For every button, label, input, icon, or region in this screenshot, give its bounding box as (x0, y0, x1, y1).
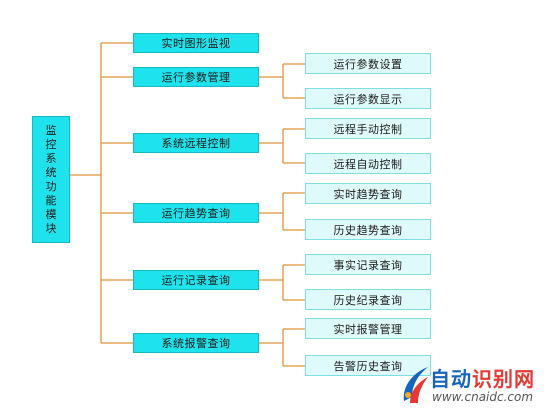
submodule-param-display: 运行参数显示 (305, 88, 431, 109)
root-char: 监 (45, 123, 57, 137)
module-realtime-graphic-monitor: 实时图形监视 (133, 33, 259, 53)
module-run-parameter-management: 运行参数管理 (133, 67, 259, 87)
watermark-url: www.cnaidc.com (432, 390, 534, 404)
submodule-realtime-alarm-management: 实时报警管理 (305, 318, 431, 339)
watermark-title-suffix: 识别网 (472, 367, 535, 391)
watermark-title-prefix: 自动 (430, 367, 472, 391)
watermark-title: 自动识别网 (430, 363, 535, 392)
root-char: 能 (45, 193, 57, 207)
watermark-logo: 自动识别网 www.cnaidc.com (400, 355, 550, 413)
submodule-history-trend-query: 历史趋势查询 (305, 219, 431, 240)
root-char: 块 (45, 221, 57, 235)
submodule-realtime-trend-query: 实时趋势查询 (305, 183, 431, 204)
submodule-remote-auto-control: 远程自动控制 (305, 153, 431, 174)
submodule-alarm-history-query: 告警历史查询 (305, 355, 431, 376)
module-run-record-query: 运行记录查询 (133, 270, 259, 290)
module-system-remote-control: 系统远程控制 (133, 133, 259, 153)
root-char: 模 (45, 207, 57, 221)
submodule-param-setting: 运行参数设置 (305, 53, 431, 74)
submodule-history-record-query: 历史纪录查询 (305, 289, 431, 310)
submodule-fact-record-query: 事实记录查询 (305, 254, 431, 275)
module-system-alarm-query: 系统报警查询 (133, 333, 259, 353)
root-char: 控 (45, 137, 57, 151)
swoosh-icon (403, 367, 428, 403)
submodule-remote-manual-control: 远程手动控制 (305, 118, 431, 139)
root-node: 监 控 系 统 功 能 模 块 (32, 116, 70, 243)
root-char: 功 (45, 179, 57, 193)
module-run-trend-query: 运行趋势查询 (133, 203, 259, 223)
root-char: 统 (45, 165, 57, 179)
root-char: 系 (45, 151, 57, 165)
